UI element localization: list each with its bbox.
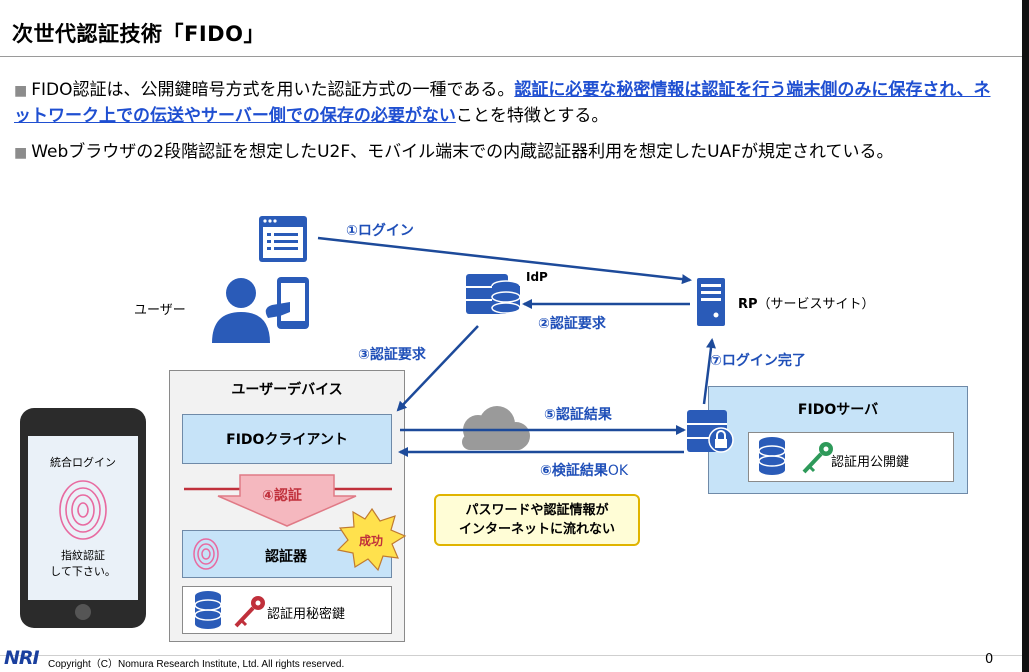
title-divider [0, 56, 1029, 57]
arrow-login [317, 236, 692, 285]
idp-label: IdP [526, 270, 548, 284]
bullet-1-highlight: 認証に必要な秘密情報は認証を行う端末側のみに保存され、ネットワーク上での伝送やサ… [14, 80, 991, 126]
authenticator-fingerprint-icon [193, 538, 219, 570]
bullet-square-icon: ■ [14, 145, 28, 161]
no-credentials-callout: パスワードや認証情報が インターネットに流れない [434, 494, 640, 546]
private-key-label: 認証用秘密鍵 [267, 607, 346, 622]
rp-label-bold: RP [738, 297, 758, 312]
bullet-u2f-uaf: ■Webブラウザの2段階認証を想定したU2F、モバイル端末での内蔵認証器利用を想… [14, 140, 1004, 166]
bullet-square-icon: ■ [14, 83, 28, 99]
callout-line-1: パスワードや認証情報が [465, 503, 609, 518]
bullet-2-text: Webブラウザの2段階認証を想定したU2F、モバイル端末での内蔵認証器利用を想定… [31, 142, 894, 162]
private-key-database-icon [194, 591, 222, 629]
step-7-label: ⑦ログイン完了 [710, 353, 806, 369]
phone-prompt: 指紋認証 して下さい。 [28, 548, 138, 580]
page-title: 次世代認証技術「FIDO」 [12, 22, 265, 46]
step-4-label: ④認証 [262, 488, 302, 504]
idp-server-icon [466, 274, 521, 314]
public-key-icon [802, 442, 833, 474]
step-3-label: ③認証要求 [358, 347, 426, 363]
cloud-icon [462, 406, 530, 450]
success-burst [336, 507, 407, 572]
phone-prompt-line-2: して下さい。 [50, 565, 116, 578]
right-edge-bar [1022, 0, 1029, 672]
public-key-database-icon [758, 437, 786, 475]
step-6-ok: OK [607, 463, 629, 479]
success-label: 成功 [359, 534, 384, 548]
footer-divider [0, 655, 1029, 656]
fido-client-box: FIDOクライアント [182, 414, 392, 464]
arrow-login-complete [702, 338, 716, 405]
phone-fingerprint-icon [59, 480, 107, 540]
rp-label: RP（サービスサイト） [738, 293, 875, 312]
user-label: ユーザー [134, 303, 186, 318]
page-number: 0 [985, 652, 994, 667]
step-1-label: ①ログイン [346, 223, 414, 239]
step-2-label: ②認証要求 [538, 316, 606, 332]
authenticator-label: 認証器 [265, 549, 307, 565]
fido-server-lock-icon [687, 410, 734, 453]
copyright-text: Copyright（C）Nomura Research Institute, L… [48, 659, 345, 670]
fido-server-title: FIDOサーバ [797, 402, 879, 418]
bullet-1-text: FIDO認証は、公開鍵暗号方式を用いた認証方式の一種である。 [31, 80, 515, 100]
arrow-auth-request-idp-to-client [396, 325, 479, 412]
bullet-1-suffix: ことを特徴とする。 [455, 106, 609, 126]
bullet-fido-description: ■FIDO認証は、公開鍵暗号方式を用いた認証方式の一種である。認証に必要な秘密情… [14, 78, 1004, 129]
flow-arrows [317, 236, 716, 457]
callout-line-2: インターネットに流れない [458, 522, 615, 537]
user-device-title: ユーザーデバイス [231, 382, 343, 398]
private-key-icon [234, 596, 265, 628]
phone-prompt-line-1: 指紋認証 [61, 549, 105, 562]
smartphone-illustration [20, 408, 146, 628]
rp-label-rest: （サービスサイト） [757, 297, 875, 312]
user-with-phone-icon [212, 277, 309, 343]
nri-logo: NRI [4, 647, 40, 669]
public-key-label: 認証用公開鍵 [831, 455, 910, 470]
phone-title: 統合ログイン [50, 456, 116, 469]
auth-down-arrow [184, 474, 392, 527]
rp-server-icon [697, 278, 725, 326]
step-6-prefix: ⑥検証結果 [540, 463, 608, 479]
step-5-label: ⑤認証結果 [544, 407, 612, 423]
browser-window-icon [259, 216, 307, 262]
step-6-label: ⑥検証結果OK [540, 460, 628, 480]
